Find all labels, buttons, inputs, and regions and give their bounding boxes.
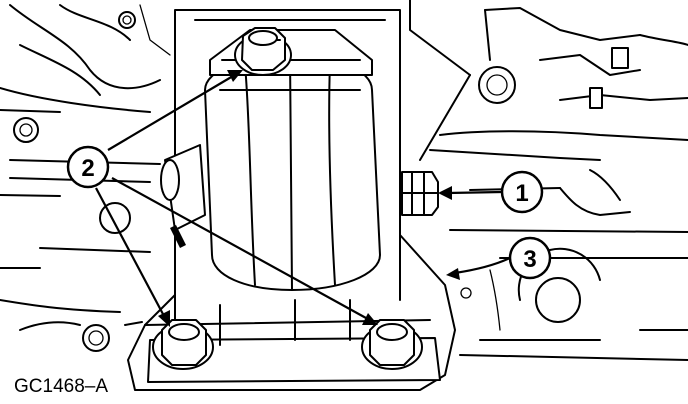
callout-1-number: 1 <box>515 180 528 207</box>
callout-2-number: 2 <box>81 155 94 182</box>
bolt-side <box>401 171 439 216</box>
bolt-lower-right <box>361 319 423 370</box>
leader-lines <box>95 70 511 327</box>
callout-2: 2 <box>66 145 110 189</box>
callout-1: 1 <box>500 170 544 214</box>
background-engine-structure <box>0 0 688 361</box>
bolt-lower-left <box>152 319 214 370</box>
callout-3: 3 <box>508 236 552 280</box>
figure-id-label: GC1468–A <box>14 376 108 397</box>
bolt-top <box>234 27 292 76</box>
callout-3-number: 3 <box>523 246 536 273</box>
